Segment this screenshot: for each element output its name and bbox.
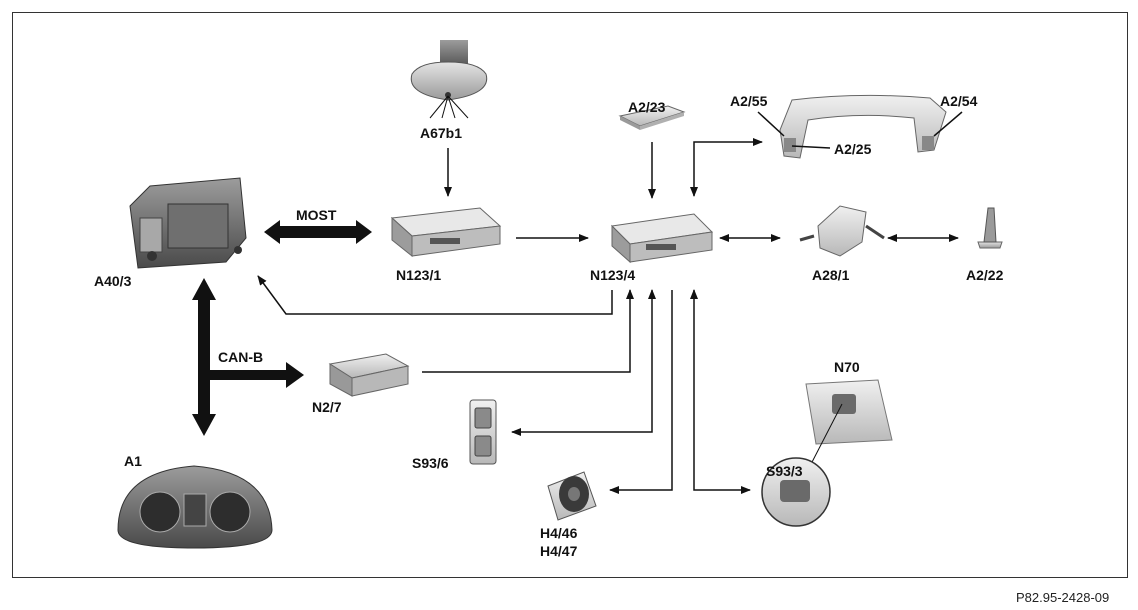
s93-6-to-n123-4-arrow — [511, 289, 656, 436]
a40-3-head-unit-illustration — [129, 177, 247, 269]
label-h4-46: H4/46 — [540, 525, 578, 541]
rear-view-mirror-sensor-illustration — [410, 40, 488, 101]
sensor-fan-lines — [429, 95, 469, 119]
label-a28-1: A28/1 — [812, 267, 850, 283]
label-a2-25: A2/25 — [834, 141, 872, 157]
a28-1-filter-illustration — [799, 205, 885, 257]
a2-22-rod-antenna-illustration — [977, 207, 1003, 249]
label-a2-22: A2/22 — [966, 267, 1004, 283]
a1-instrument-cluster-illustration — [117, 465, 273, 549]
most-bus-arrow — [264, 220, 372, 244]
s93-6-switch-illustration — [469, 399, 497, 465]
n2-7-to-n123-4-arrow — [422, 289, 634, 373]
diagram-frame — [12, 12, 1128, 578]
h4-speaker-illustration — [547, 471, 597, 521]
a2-23-module-illustration — [618, 105, 686, 130]
label-a1: A1 — [124, 453, 142, 469]
label-a40-3: A40/3 — [94, 273, 132, 289]
label-s93-3: S93/3 — [766, 463, 803, 479]
n123-4-module-illustration — [610, 213, 714, 264]
figure-code: P82.95-2428-09 — [1016, 590, 1109, 605]
a2-55-leader-line — [757, 111, 785, 137]
n70-overhead-control-illustration — [805, 379, 893, 445]
label-n123-1: N123/1 — [396, 267, 441, 283]
a2-25-leader-line — [791, 145, 831, 149]
n123-4-to-speaker-arrow — [609, 290, 673, 494]
label-a2-54: A2/54 — [940, 93, 978, 109]
n123-4-to-spoiler-arrow — [690, 138, 763, 197]
label-a67b1: A67b1 — [420, 125, 462, 141]
n123-1-module-illustration — [390, 207, 502, 258]
label-most: MOST — [296, 207, 337, 223]
s93-3-to-n123-4-arrow — [690, 289, 751, 494]
rear-spoiler-antenna-illustration — [779, 94, 947, 159]
a2-54-leader-line — [933, 111, 963, 137]
can-b-bus-arrows — [192, 278, 304, 436]
label-n123-4: N123/4 — [590, 267, 635, 283]
label-s93-6: S93/6 — [412, 455, 449, 471]
label-a2-55: A2/55 — [730, 93, 768, 109]
label-can-b: CAN-B — [218, 349, 263, 365]
label-a2-23: A2/23 — [628, 99, 666, 115]
label-h4-47: H4/47 — [540, 543, 578, 559]
s93-3-detail-callout — [761, 403, 843, 527]
n2-7-module-illustration — [328, 353, 410, 397]
label-n2-7: N2/7 — [312, 399, 342, 415]
label-n70: N70 — [834, 359, 860, 375]
